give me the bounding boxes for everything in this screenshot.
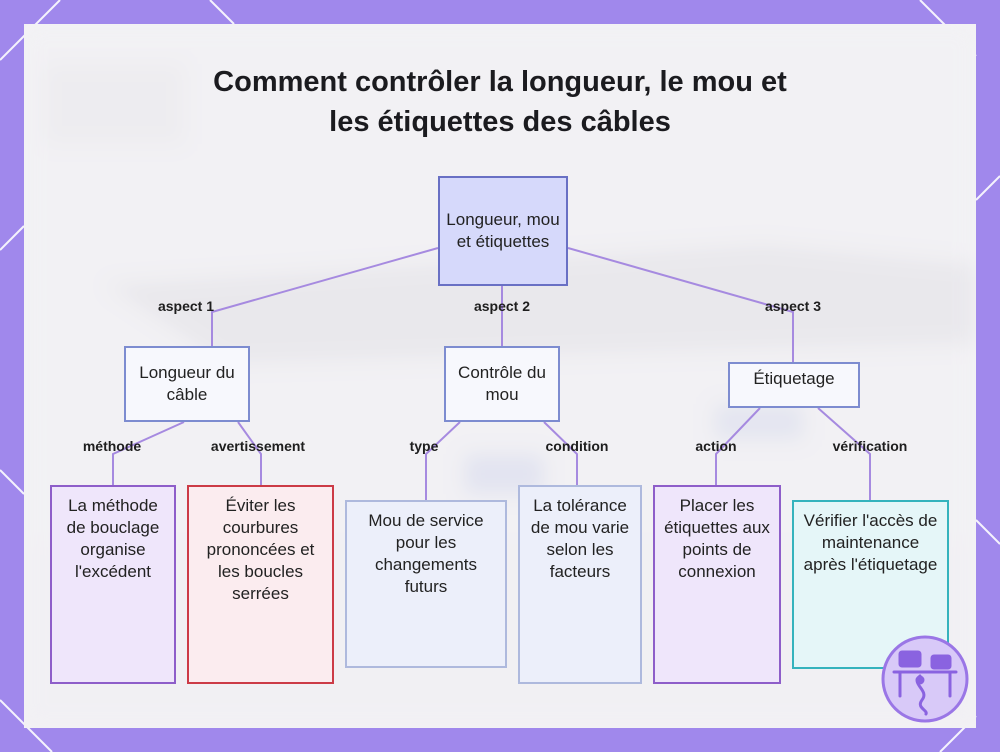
edge-condition [543,421,578,485]
edge-type [425,421,461,500]
aspect-node-etiquetage: Étiquetage [728,362,860,408]
aspect-node-mou: Contrôle du mou [444,346,560,422]
desk-setup-icon [881,635,969,723]
leaf-label: La méthode de bouclage organise l'excéde… [66,496,160,581]
edge-label-aspect-3: aspect 3 [764,298,822,314]
leaf-label: Placer les étiquettes aux points de conn… [664,496,770,581]
leaf-node-action: Placer les étiquettes aux points de conn… [653,485,781,684]
edge-aspect-3 [567,247,794,362]
edge-label-verification: vérification [832,438,908,454]
leaf-node-condition: La tolérance de mou varie selon les fact… [518,485,642,684]
aspect-label: Longueur du câble [139,363,235,404]
leaf-node-methode: La méthode de bouclage organise l'excéde… [50,485,176,684]
edge-label-aspect-1: aspect 1 [157,298,215,314]
edge-aspect-1 [211,247,439,346]
edge-avertissement [237,421,262,485]
edge-label-avertissement: avertissement [210,438,306,454]
diagram-title: Comment contrôler la longueur, le mou et… [213,66,787,138]
aspect-label: Contrôle du mou [458,363,546,404]
edge-action [715,407,761,485]
edge-label-type: type [409,438,439,454]
edge-methode [112,421,185,485]
diagram-card: Comment contrôler la longueur, le mou et… [24,24,976,728]
leaf-label: Éviter les courbures prononcées et les b… [206,496,315,603]
root-node: Longueur, mou et étiquettes [438,176,568,286]
aspect-label: Étiquetage [753,369,835,388]
leaf-label: La tolérance de mou varie selon les fact… [530,496,630,581]
edge-label-action: action [695,438,737,454]
edge-verification [817,407,871,500]
leaf-label: Mou de service pour les changements futu… [368,511,484,596]
root-node-label: Longueur, mou et étiquettes [446,210,560,251]
leaf-node-type: Mou de service pour les changements futu… [345,500,507,668]
leaf-label: Vérifier l'accès de maintenance après l'… [803,511,938,574]
edge-label-methode: méthode [82,438,142,454]
aspect-node-longueur: Longueur du câble [124,346,250,422]
edge-label-condition: condition [545,438,609,454]
connector-lines [112,247,871,500]
edge-label-aspect-2: aspect 2 [473,298,531,314]
leaf-node-avertissement: Éviter les courbures prononcées et les b… [187,485,334,684]
